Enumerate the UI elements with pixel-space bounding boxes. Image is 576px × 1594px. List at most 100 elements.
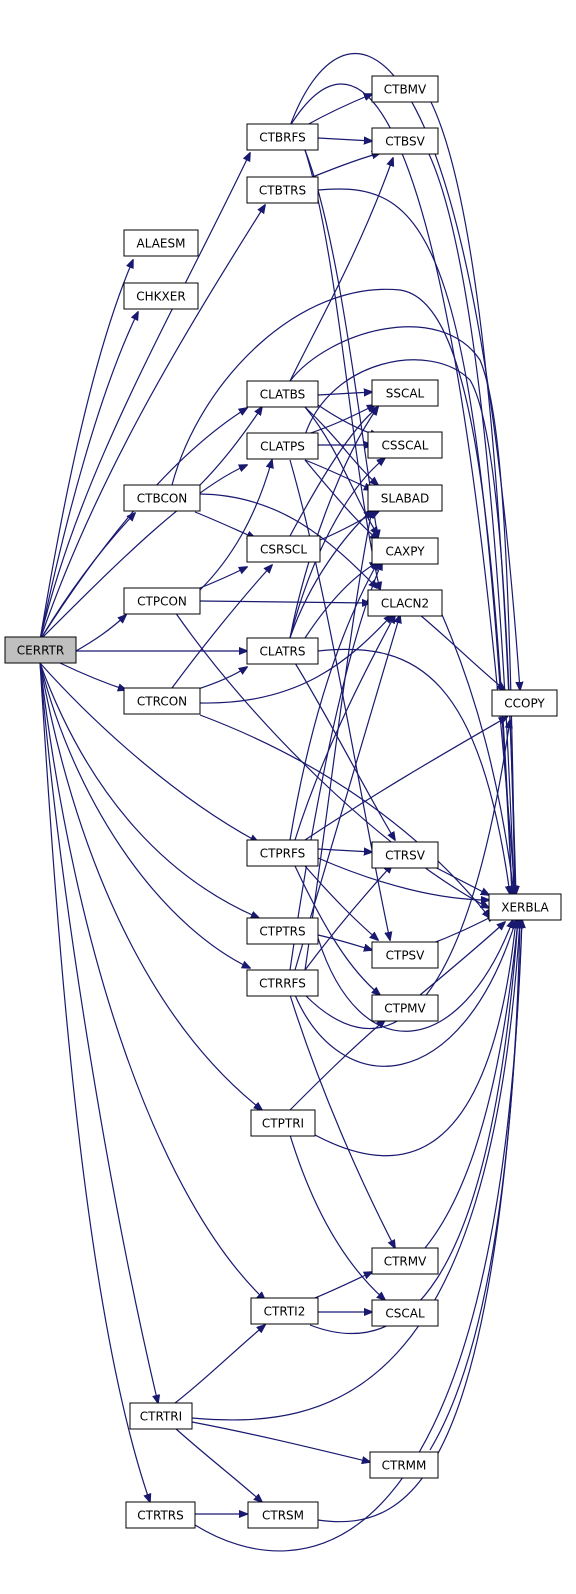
node-clatps[interactable]: CLATPS [246,432,319,460]
node-box-ctrsv [371,841,439,869]
edge-clacn2-ccopy [419,614,505,690]
edge-ctprfs-caxpy [289,562,378,841]
node-ctrmv[interactable]: CTRMV [371,1247,439,1275]
edge-cerrtr-ctbtrs [39,205,265,641]
node-label-csscal: CSSCAL [382,439,429,453]
edge-ctbrfs-ctbmv [304,94,372,127]
edge-ctrtri-ctrmm [191,1421,370,1462]
edge-cerrtr-ctrrfs [39,662,250,968]
node-box-ctbsv [371,127,439,155]
node-ccopy[interactable]: CCOPY [491,689,558,717]
edge-clatrs-xerbla [317,648,510,894]
node-box-csscal [367,431,443,459]
node-label-slabad: SLABAD [381,492,429,506]
edge-clatrs-caxpy [304,562,378,639]
edge-cerrtr-ctptri [39,662,262,1110]
edge-ctbcon-csrscl [194,511,255,538]
edge-ctrrfs-slabad [304,510,372,971]
node-cerrtr[interactable]: CERRTR [4,636,77,664]
node-label-ccopy: CCOPY [504,697,545,711]
node-box-clatps [246,432,319,460]
edge-cerrtr-ctrtri [39,662,158,1403]
node-label-ctrtrs: CTRTRS [137,1509,183,1523]
edge-ctprfs-ctpsv [304,865,378,940]
edge-ctptri-ctpmv [289,1020,385,1111]
edge-clatrs-csscal [289,458,385,639]
edge-ctrrfs-ctrsv [304,865,392,971]
node-box-csrscl [246,535,321,563]
node-box-ccopy [491,689,558,717]
node-ctrsm[interactable]: CTRSM [247,1501,319,1529]
edge-ctrtri-xerbla [191,920,520,1421]
edge-ctptri-cscal [289,1134,385,1300]
node-ctrtri[interactable]: CTRTRI [129,1402,193,1430]
node-label-ctrsv: CTRSV [385,849,426,863]
edge-ctrti2-ctrmv [309,1272,372,1301]
node-xerbla[interactable]: XERBLA [488,893,562,921]
edge-ctptrs-xerbla [317,920,513,1032]
node-ctpsv[interactable]: CTPSV [371,941,439,969]
edge-ctbcon-xerbla [171,288,512,894]
edge-clatrs-ctrsv [294,662,395,840]
edge-cerrtr-ctrti2 [39,662,265,1300]
node-slabad[interactable]: SLABAD [367,484,443,512]
node-box-ctptrs [246,917,319,945]
node-ctbsv[interactable]: CTBSV [371,127,439,155]
node-ctbtrs[interactable]: CTBTRS [246,176,319,204]
node-ctptri[interactable]: CTPTRI [250,1109,316,1137]
node-ctbcon[interactable]: CTBCON [123,484,201,512]
node-box-ctrmm [369,1451,439,1479]
node-ctrcon[interactable]: CTRCON [123,687,201,715]
node-ctrsv[interactable]: CTRSV [371,841,439,869]
node-ctrtrs[interactable]: CTRTRS [125,1501,196,1529]
node-label-csrscl: CSRSCL [260,543,307,557]
node-csscal[interactable]: CSSCAL [367,431,443,459]
node-box-slabad [367,484,443,512]
node-box-ctrsm [247,1501,319,1529]
edge-ctrcon-xerbla [199,714,490,918]
node-ctrti2[interactable]: CTRTI2 [250,1297,319,1325]
node-box-ctpmv [371,994,439,1022]
edge-ctbsv-xerbla [427,151,514,894]
edge-ctbtrs-xerbla [317,188,512,894]
node-box-ctrrfs [246,969,319,997]
edge-ctrtri-ctrsm [174,1427,262,1502]
node-label-chkxer: CHKXER [136,290,185,304]
edge-cerrtr-ctrcon [59,662,126,690]
node-ctptrs[interactable]: CTPTRS [246,917,319,945]
node-ctprfs[interactable]: CTPRFS [246,839,319,867]
call-nodes: CERRTR ALAESM CHKXER CTBCON CTPCON CTRCON CTBR… [4,75,562,1529]
node-label-clatbs: CLATBS [260,388,306,402]
node-ctbrfs[interactable]: CTBRFS [246,123,319,151]
node-sscal[interactable]: SSCAL [371,379,439,407]
edge-clatbs-sscal [317,392,372,395]
node-clatrs[interactable]: CLATRS [246,637,319,665]
node-chkxer[interactable]: CHKXER [123,282,199,310]
node-ctpmv[interactable]: CTPMV [371,994,439,1022]
edge-ctrti2-xerbla [309,920,518,1335]
node-clacn2[interactable]: CLACN2 [367,589,443,617]
node-label-ctbmv: CTBMV [384,83,427,97]
node-label-xerbla: XERBLA [501,901,549,915]
node-caxpy[interactable]: CAXPY [371,537,439,565]
node-ctpcon[interactable]: CTPCON [123,587,201,615]
node-alaesm[interactable]: ALAESM [123,229,199,257]
node-label-ctrsm: CTRSM [262,1509,304,1523]
edge-ctptri-xerbla [314,920,516,1157]
edge-ctpcon-csrscl [199,567,247,589]
node-box-alaesm [123,229,199,257]
node-box-ctpsv [371,941,439,969]
node-clatbs[interactable]: CLATBS [246,380,319,408]
node-ctbmv[interactable]: CTBMV [371,75,439,103]
node-cscal[interactable]: CSCAL [371,1299,439,1327]
node-ctrmm[interactable]: CTRMM [369,1451,439,1479]
node-label-ctrti2: CTRTI2 [264,1305,306,1319]
edge-ctrtri-ctrti2 [174,1325,265,1404]
edge-clatbs-slabad [304,406,378,485]
node-box-ctprfs [246,839,319,867]
node-csrscl[interactable]: CSRSCL [246,535,321,563]
edge-ctrmm-xerbla [429,920,520,1451]
edge-clatps-slabad [304,459,372,490]
node-ctrrfs[interactable]: CTRRFS [246,969,319,997]
